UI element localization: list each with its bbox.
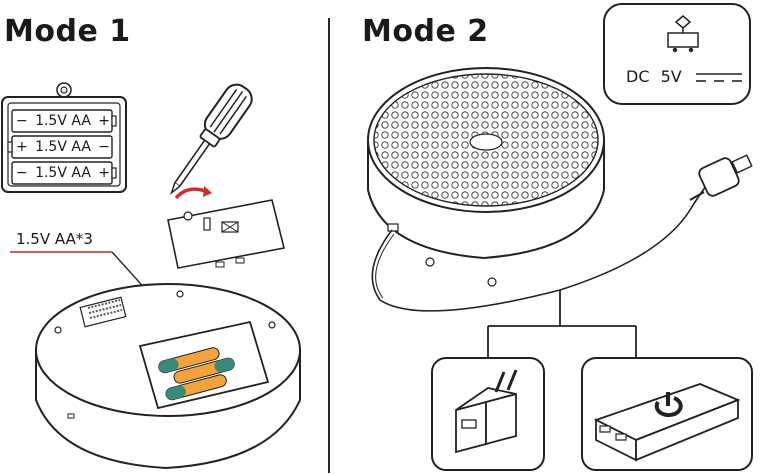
battery-callout-label: 1.5V AA*3 (16, 230, 93, 248)
mode-divider (328, 18, 330, 473)
battery-row-1-left-sign: − (16, 113, 28, 129)
usb-cable (371, 154, 753, 312)
battery-row-3-left-sign: − (16, 165, 28, 181)
plug-symbol-icon (667, 15, 699, 53)
power-bank-box (581, 357, 753, 471)
battery-row-2-left-sign: + (16, 139, 28, 155)
battery-row-3-label: 1.5V AA (35, 165, 91, 181)
product-label-sticker (79, 296, 127, 328)
usb-plug (698, 157, 740, 197)
dc-label: DC (626, 67, 650, 86)
battery-row-2-right-sign: − (98, 139, 110, 155)
power-bank-icon (593, 383, 741, 462)
battery-row-1-label: 1.5V AA (35, 113, 91, 129)
dc-symbol-icon (696, 73, 742, 82)
battery-row-3-right-sign: + (98, 165, 110, 181)
battery-cover-icon (167, 199, 285, 269)
power-source-box (603, 3, 751, 105)
battery-row-3: − 1.5V AA + (16, 165, 110, 181)
battery-row-2-label: 1.5V AA (35, 139, 91, 155)
screwdriver-icon (170, 83, 253, 195)
speaker-base-bottom (35, 283, 301, 470)
voltage-label: 5V (660, 67, 682, 86)
battery-row-2: + 1.5V AA − (16, 139, 110, 155)
dc-voltage-label: DC 5V (626, 67, 682, 86)
wall-adapter-box (431, 357, 545, 471)
power-symbol-icon (654, 392, 683, 418)
mode1-title: Mode 1 (4, 14, 131, 49)
installed-batteries (158, 347, 235, 401)
speaker-top-view (367, 67, 605, 287)
branch-connector (487, 290, 637, 360)
battery-row-1: − 1.5V AA + (16, 113, 110, 129)
speaker-logo (469, 133, 503, 151)
mode2-title: Mode 2 (362, 14, 489, 49)
battery-row-1-right-sign: + (98, 113, 110, 129)
usb-wall-adapter-icon (455, 369, 518, 454)
battery-holder-diagram (1, 82, 127, 193)
